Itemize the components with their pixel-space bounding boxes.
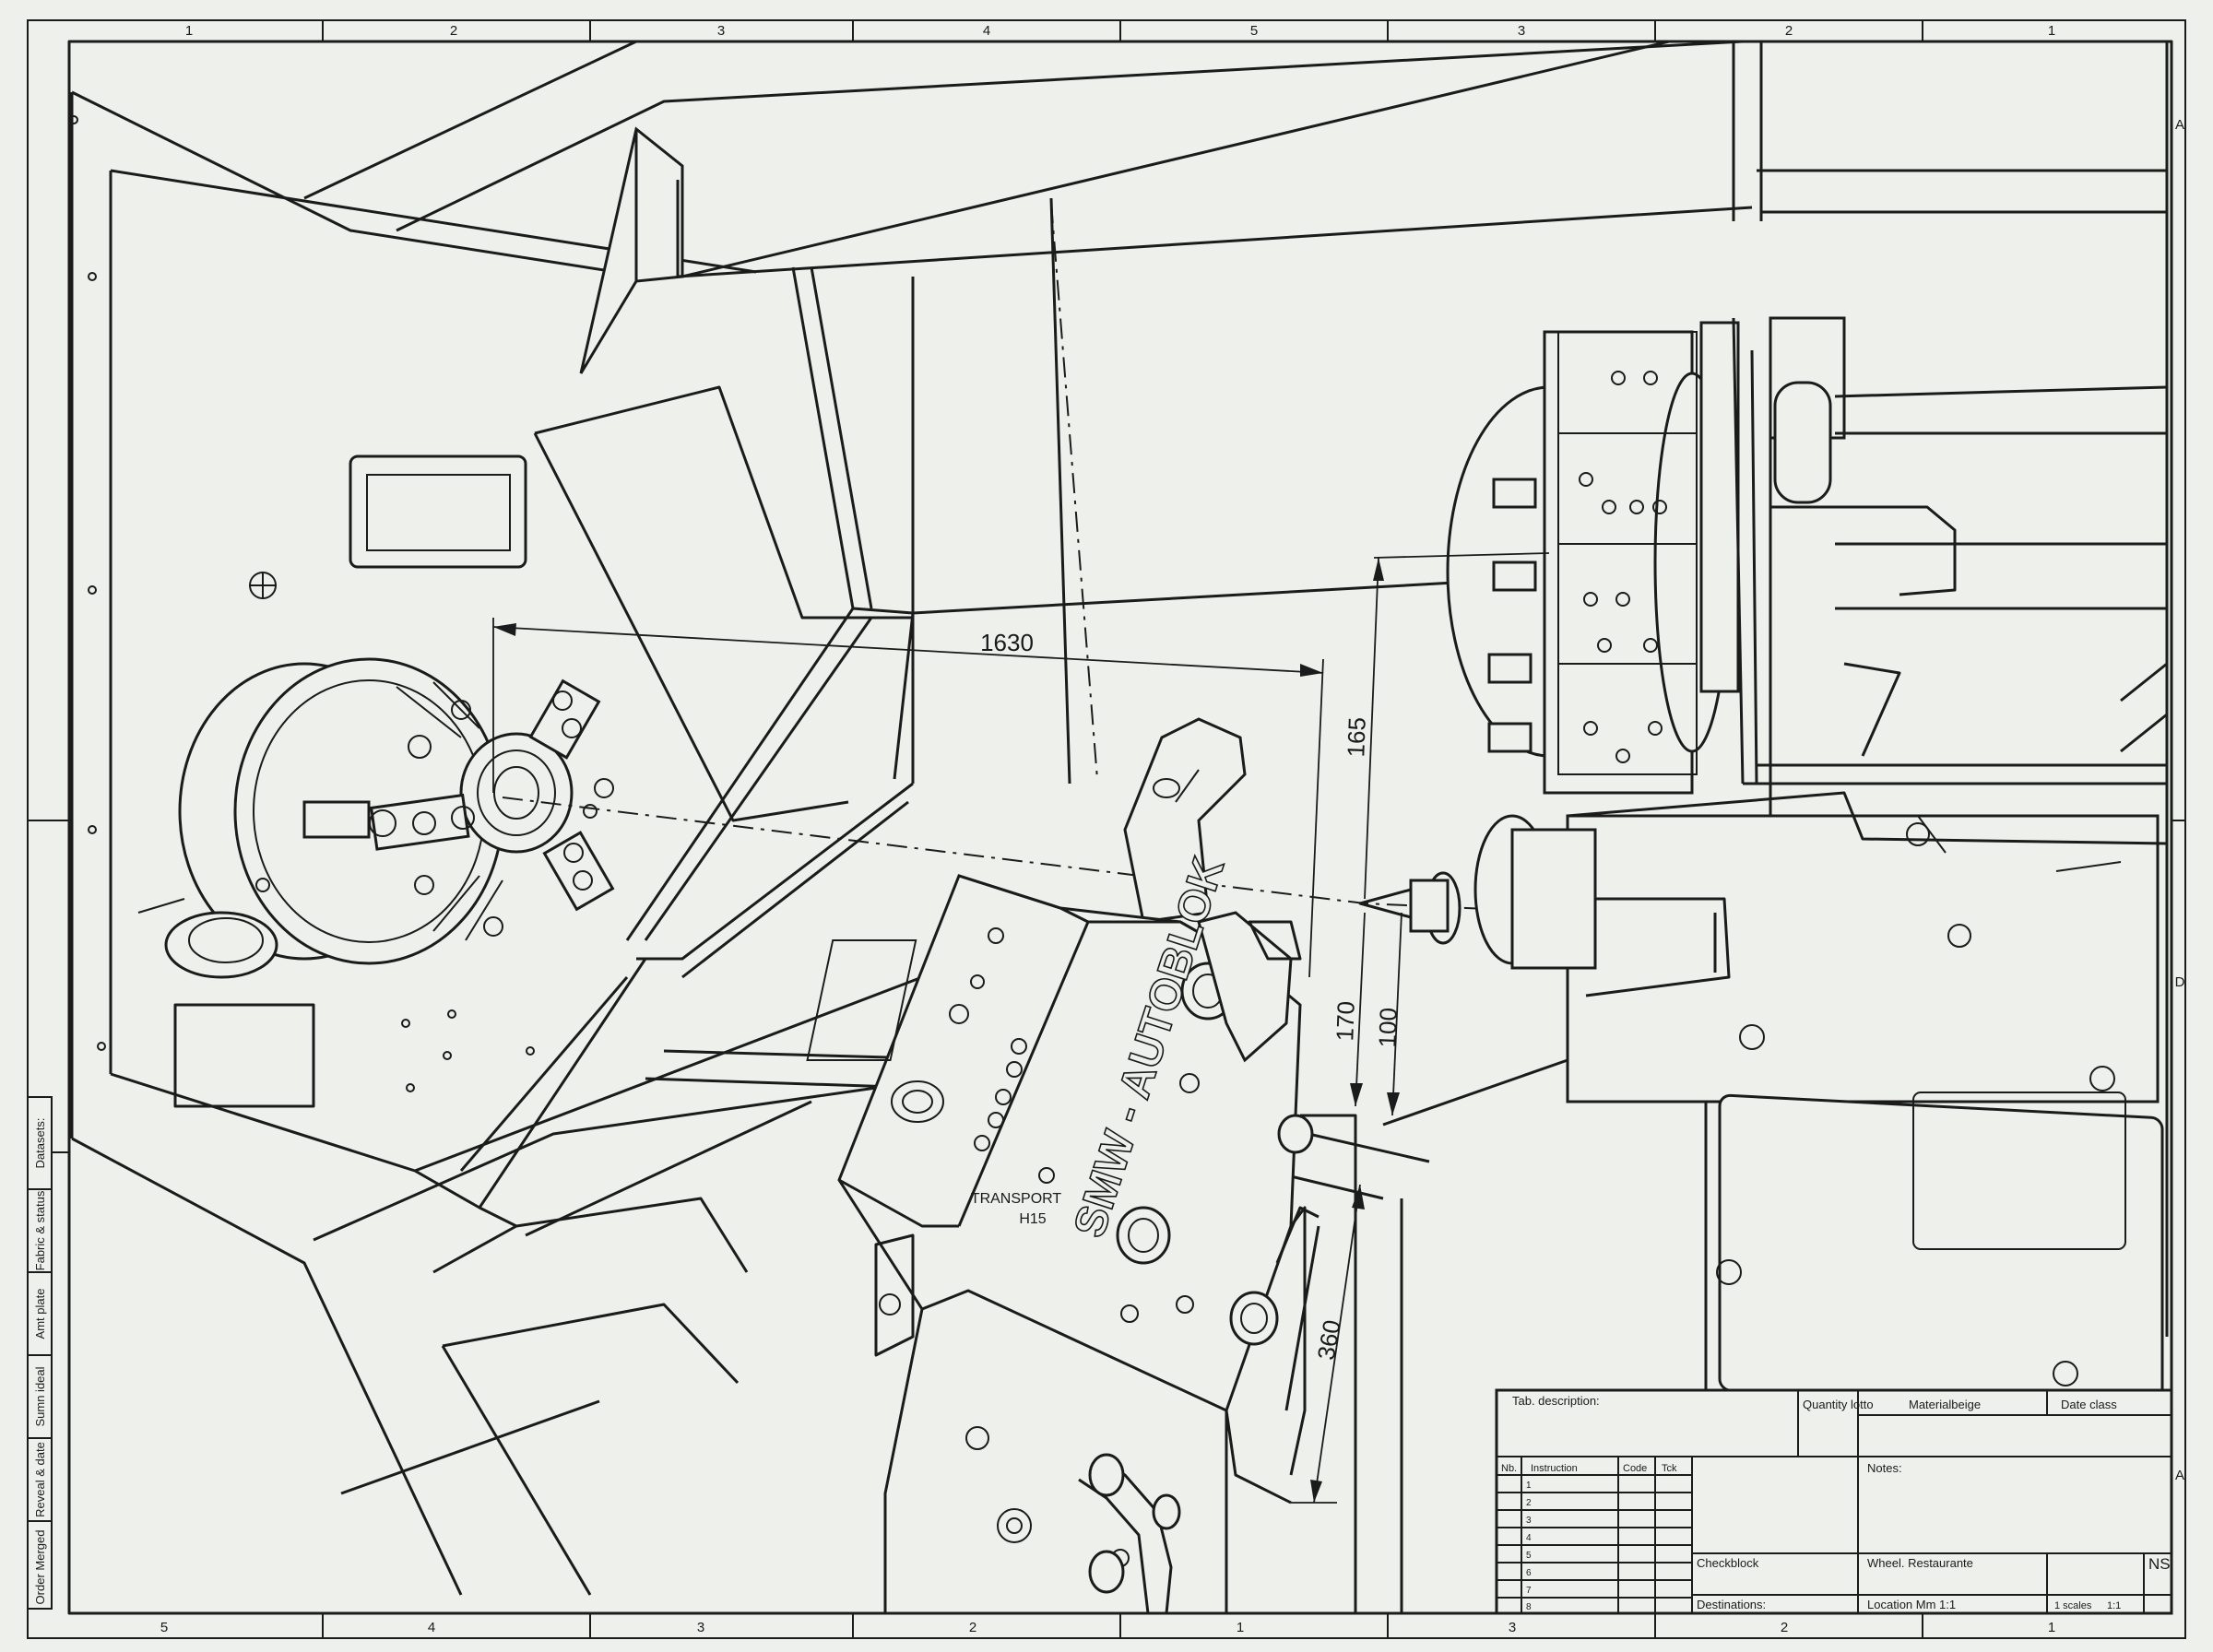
zone-label-bottom: 1 [1237, 1620, 1244, 1635]
title-block-description-label: Tab. description: [1512, 1394, 1600, 1408]
tool-turret [1446, 316, 2168, 830]
title-block [1495, 1388, 2173, 1615]
zone-label-top: 3 [1518, 23, 1525, 39]
list-header-instruction: Instruction [1531, 1463, 1578, 1474]
zone-label-top: 2 [1785, 23, 1793, 39]
autoblok-transport-unit [806, 717, 1320, 1615]
list-row-number: 1 [1526, 1481, 1532, 1491]
wall-plate [173, 1003, 315, 1108]
list-row-number: 7 [1526, 1586, 1532, 1596]
side-panel-label: Reveal & date [33, 1442, 47, 1517]
title-block-quantity-header: Quantity lotto [1803, 1398, 1874, 1411]
zone-label-bottom: 5 [160, 1620, 168, 1635]
zone-labels-bottom: 5 4 3 2 1 3 2 1 [160, 1620, 2055, 1635]
zone-label-top: 4 [983, 23, 990, 39]
side-label-panel [27, 1096, 69, 1610]
side-panel-label: Datasets: [33, 1118, 47, 1169]
list-header-tick: Tck [1662, 1463, 1677, 1474]
zone-label-top: 2 [450, 23, 457, 39]
zone-label-right: A [2175, 1468, 2184, 1483]
unit-model-label: TRANSPORT [971, 1191, 1062, 1207]
title-block-date-header: Date class [2061, 1398, 2117, 1411]
main-spindle-chuck [137, 657, 615, 979]
title-block-notes-label: Notes: [1867, 1461, 1902, 1475]
list-header-code: Code [1623, 1463, 1647, 1474]
side-panel-label: Order Merged [33, 1530, 47, 1605]
zone-label-bottom: 1 [2048, 1620, 2055, 1635]
zone-label-top: 3 [717, 23, 725, 39]
list-row-number: 4 [1526, 1533, 1532, 1543]
title-block-material-header: Materialbeige [1909, 1398, 1981, 1411]
list-row-number: 8 [1526, 1602, 1532, 1612]
zone-labels-top: 1 2 3 4 5 3 2 1 [185, 23, 2055, 39]
dimension-lines [492, 552, 1550, 1504]
title-block-destinations-label: Destinations: [1697, 1598, 1766, 1611]
list-row-number: 3 [1526, 1516, 1532, 1526]
dimension-label-360: 360 [1312, 1317, 1346, 1362]
zone-label-bottom: 2 [969, 1620, 976, 1635]
title-block-location-label: Location Mm 1:1 [1867, 1598, 1956, 1611]
list-row-number: 5 [1526, 1551, 1532, 1561]
title-block-sheet-code: NS [2148, 1555, 2171, 1573]
side-panel-label: Sumn ideal [33, 1366, 47, 1426]
zone-label-right: D [2175, 974, 2185, 990]
unit-model-label: H15 [1019, 1211, 1046, 1227]
dimension-label-100: 100 [1373, 1007, 1402, 1047]
zone-label-top: 1 [185, 23, 193, 39]
machine-enclosure [69, 40, 2169, 1613]
spindle-centerline [502, 796, 1568, 914]
dimension-label-170: 170 [1331, 1000, 1359, 1041]
list-row-number: 2 [1526, 1498, 1532, 1508]
side-panel-label: Amt plate [33, 1289, 47, 1339]
wall-window [349, 454, 527, 569]
list-header-number: Nb. [1501, 1463, 1517, 1474]
zone-label-bottom: 4 [428, 1620, 435, 1635]
title-block-scale-label: 1 scales [2054, 1600, 2092, 1611]
zone-label-bottom: 3 [1509, 1620, 1516, 1635]
zone-label-bottom: 2 [1781, 1620, 1788, 1635]
dimension-label-165: 165 [1342, 716, 1370, 757]
zone-label-bottom: 3 [697, 1620, 704, 1635]
dimension-label-1630: 1630 [980, 629, 1034, 656]
zone-label-top: 1 [2048, 23, 2055, 39]
title-block-scale-value: 1:1 [2107, 1600, 2121, 1611]
list-row-number: 6 [1526, 1568, 1532, 1578]
side-panel-label: Fabric & status [33, 1190, 47, 1270]
zone-label-right: A [2175, 117, 2184, 133]
title-block-check-label: Checkblock [1697, 1556, 1759, 1570]
zone-labels-right: A D A [2175, 117, 2185, 1483]
title-block-weight-label: Wheel. Restaurante [1867, 1556, 1973, 1570]
tailstock [1358, 791, 2168, 1414]
zone-label-top: 5 [1250, 23, 1258, 39]
